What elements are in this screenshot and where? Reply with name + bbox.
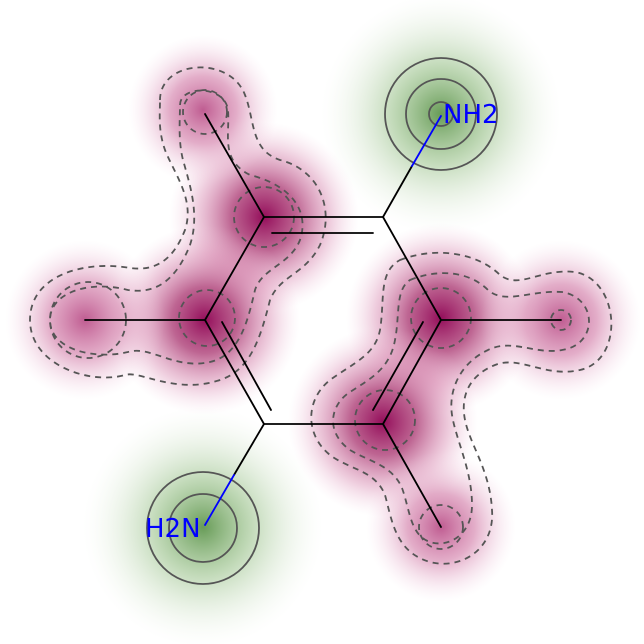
bond-ring-lower-left	[204, 319, 265, 425]
bond-amine-upper-hetero	[411, 115, 442, 167]
negative-contour-upper-left-outer	[29, 66, 327, 386]
bond-ring-lower-right	[382, 319, 442, 425]
bond-amine-lower	[233, 423, 265, 476]
contribution-shading	[5, 0, 641, 644]
bond-ring-upper-right	[382, 216, 442, 321]
negative-contour-bottom-methyl	[418, 504, 464, 550]
bond-methyl-top	[204, 113, 265, 218]
bond-ring-lower-left-inner	[221, 321, 272, 411]
positive-contour-n1-mid	[405, 78, 477, 150]
bonds	[84, 113, 562, 528]
negative-contour-left-core	[178, 289, 236, 347]
atom-label-h2n: H2N	[145, 514, 201, 544]
bond-amine-upper	[382, 165, 413, 218]
positive-field-n2	[83, 407, 323, 644]
bond-amine-lower-hetero	[204, 474, 235, 526]
bond-ring-lower-right-inner	[372, 321, 424, 411]
negative-field-methyl-top	[128, 35, 278, 185]
negative-contour-right-core	[410, 287, 472, 349]
atom-labels: NH2 H2N	[145, 100, 499, 544]
positive-contour-n1-inner	[428, 101, 454, 127]
positive-contour-n2-outer	[146, 471, 260, 585]
negative-contour-right-methyl	[550, 309, 572, 331]
positive-contour-n2-mid	[168, 493, 238, 563]
negative-contour-top-methyl	[182, 89, 228, 135]
bond-methyl-bottom	[382, 423, 442, 528]
atom-label-nh2: NH2	[443, 100, 499, 130]
negative-contour-lower-right-core	[354, 389, 416, 451]
bond-ring-upper-left	[204, 216, 265, 321]
negative-contour-lower-right-inner	[332, 272, 590, 545]
negative-contour-lower-right-outer	[310, 251, 613, 565]
positive-contour-n1-outer	[384, 57, 498, 171]
